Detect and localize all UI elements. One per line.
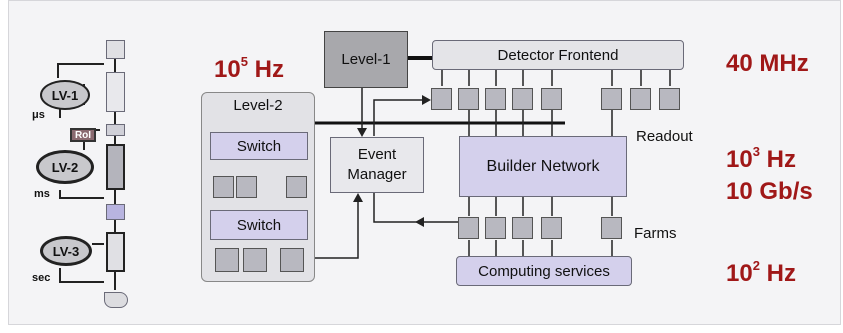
lv3-label: LV-3 [52, 243, 80, 259]
farm-rate-base: 10 [726, 260, 753, 287]
computing-services-label: Computing services [478, 262, 610, 280]
farm-rate-unit: Hz [759, 260, 796, 287]
level1-rate: 105 Hz [214, 54, 284, 84]
pipeline-buffer-1 [106, 72, 125, 112]
pipeline-storage [104, 292, 128, 308]
switch-top-label: Switch [236, 137, 282, 155]
level1-label: Level-1 [341, 51, 391, 68]
farm-cell [485, 217, 506, 239]
readout-label: Readout [636, 128, 693, 145]
detector-frontend-label: Detector Frontend [497, 46, 619, 64]
detector-frontend-box: Detector Frontend [432, 40, 684, 70]
level2-cell [213, 176, 234, 198]
builder-rate-unit: Hz [759, 146, 796, 173]
pipeline-roi-module [106, 124, 125, 136]
pipeline-top-module [106, 40, 125, 59]
farm-rate: 102 Hz [726, 258, 796, 288]
lv1-label: LV-1 [51, 87, 79, 103]
readout-cell [431, 88, 452, 110]
computing-services-box: Computing services [456, 256, 632, 286]
level2-cell [215, 248, 239, 272]
pipeline-buffer-3 [106, 204, 125, 220]
farm-rate-exp: 2 [752, 258, 760, 273]
builder-rate: 103 Hz [726, 144, 796, 174]
readout-cell [630, 88, 651, 110]
event-manager-label: Event Manager [347, 146, 407, 183]
level2-switch-bottom: Switch [210, 210, 308, 240]
farm-cell [601, 217, 622, 239]
level2-cell [280, 248, 304, 272]
level1-box: Level-1 [324, 31, 408, 88]
lv3-node: LV-3 [40, 236, 92, 266]
level1-rate-exp: 5 [240, 54, 248, 69]
farm-cell [458, 217, 479, 239]
readout-cell [458, 88, 479, 110]
readout-cell [512, 88, 533, 110]
lv2-node: LV-2 [36, 150, 94, 184]
builder-rate-exp: 3 [752, 144, 760, 159]
farm-cell [541, 217, 562, 239]
farm-cell [512, 217, 533, 239]
builder-rate-base: 10 [726, 146, 753, 173]
roi-badge: RoI [70, 128, 96, 142]
level2-cell [236, 176, 257, 198]
lv2-label: LV-2 [51, 159, 79, 175]
readout-cell [541, 88, 562, 110]
level2-label: Level-2 [233, 97, 283, 114]
switch-bottom-label: Switch [236, 216, 282, 234]
level1-rate-base: 10 [214, 56, 241, 83]
level2-cell [243, 248, 267, 272]
unit-ms-label: ms [34, 188, 50, 200]
unit-sec-label: sec [32, 272, 51, 284]
pipeline-buffer-4 [106, 232, 125, 272]
pipeline-buffer-2 [106, 144, 125, 190]
event-manager-box: Event Manager [330, 137, 424, 193]
builder-network-box: Builder Network [459, 136, 627, 197]
level1-rate-unit: Hz [247, 56, 284, 83]
level2-cell [286, 176, 307, 198]
builder-network-label: Builder Network [486, 157, 600, 175]
readout-cell [485, 88, 506, 110]
diagram-frame [8, 0, 841, 325]
lv1-node: LV-1 [40, 80, 90, 110]
level2-switch-top: Switch [210, 132, 308, 160]
unit-us-label: μs [32, 109, 45, 121]
roi-label: RoI [74, 129, 92, 141]
readout-cell [601, 88, 622, 110]
farms-label: Farms [634, 225, 677, 242]
bandwidth-rate: 10 Gb/s [726, 178, 813, 205]
readout-cell [659, 88, 680, 110]
frontend-rate: 40 MHz [726, 50, 809, 77]
